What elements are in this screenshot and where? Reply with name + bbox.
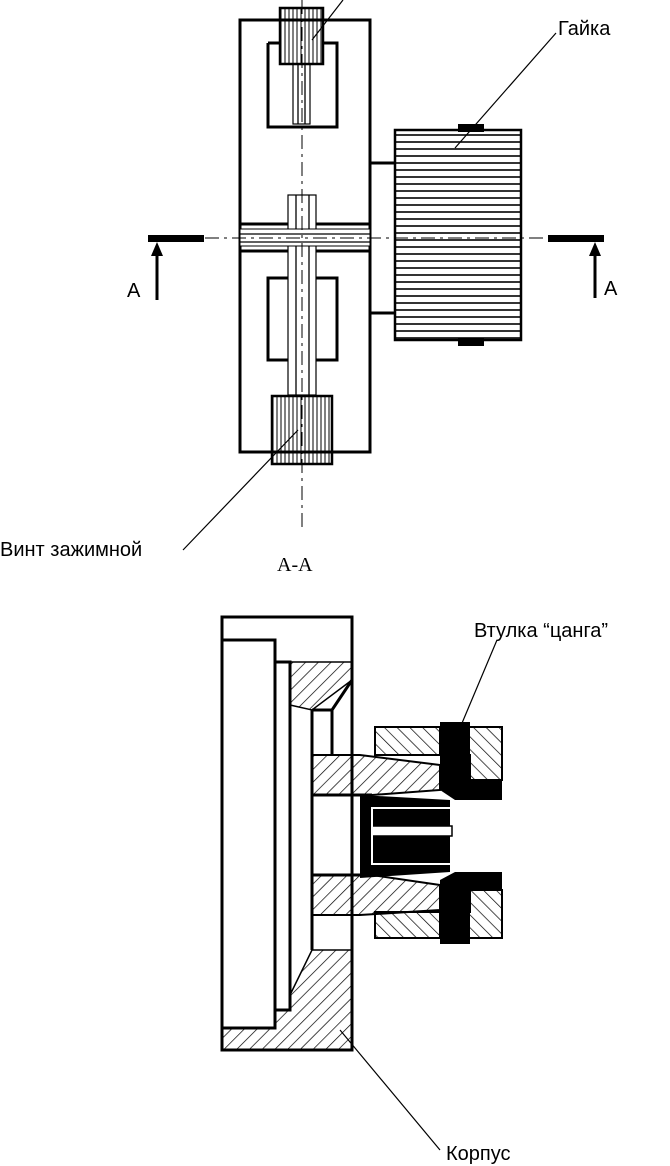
nut-stem (370, 161, 395, 315)
collet-label: Втулка “цанга” (474, 620, 608, 642)
stem-upper (311, 754, 441, 796)
collet-lower (440, 872, 502, 944)
nut-label: Гайка (558, 18, 611, 40)
leader-top (311, 0, 344, 41)
upper-window (266, 41, 339, 129)
body-section-top (289, 661, 353, 711)
collet-slot (371, 825, 453, 837)
section-mark-right-bar (548, 235, 604, 242)
section-mark-left: A (127, 280, 141, 302)
body-label: Корпус (446, 1143, 511, 1165)
nut (393, 128, 523, 342)
leader-body (339, 1029, 441, 1151)
top-view: A A Гайка Винт зажимной (0, 0, 618, 561)
leader-clamp-screw (182, 429, 299, 551)
section-title: А-А (277, 554, 313, 576)
clamp-screw-label: Винт зажимной (0, 539, 142, 561)
stem-lower (311, 874, 441, 916)
section-mark-right: A (604, 278, 618, 300)
section-view: Втулка “цанга” Корпус (220, 615, 608, 1165)
body-section-bottom (221, 949, 353, 1051)
collet-upper (440, 722, 502, 800)
leader-collet (456, 639, 498, 736)
section-mark-left-bar (148, 235, 204, 242)
leader-nut (454, 32, 557, 149)
